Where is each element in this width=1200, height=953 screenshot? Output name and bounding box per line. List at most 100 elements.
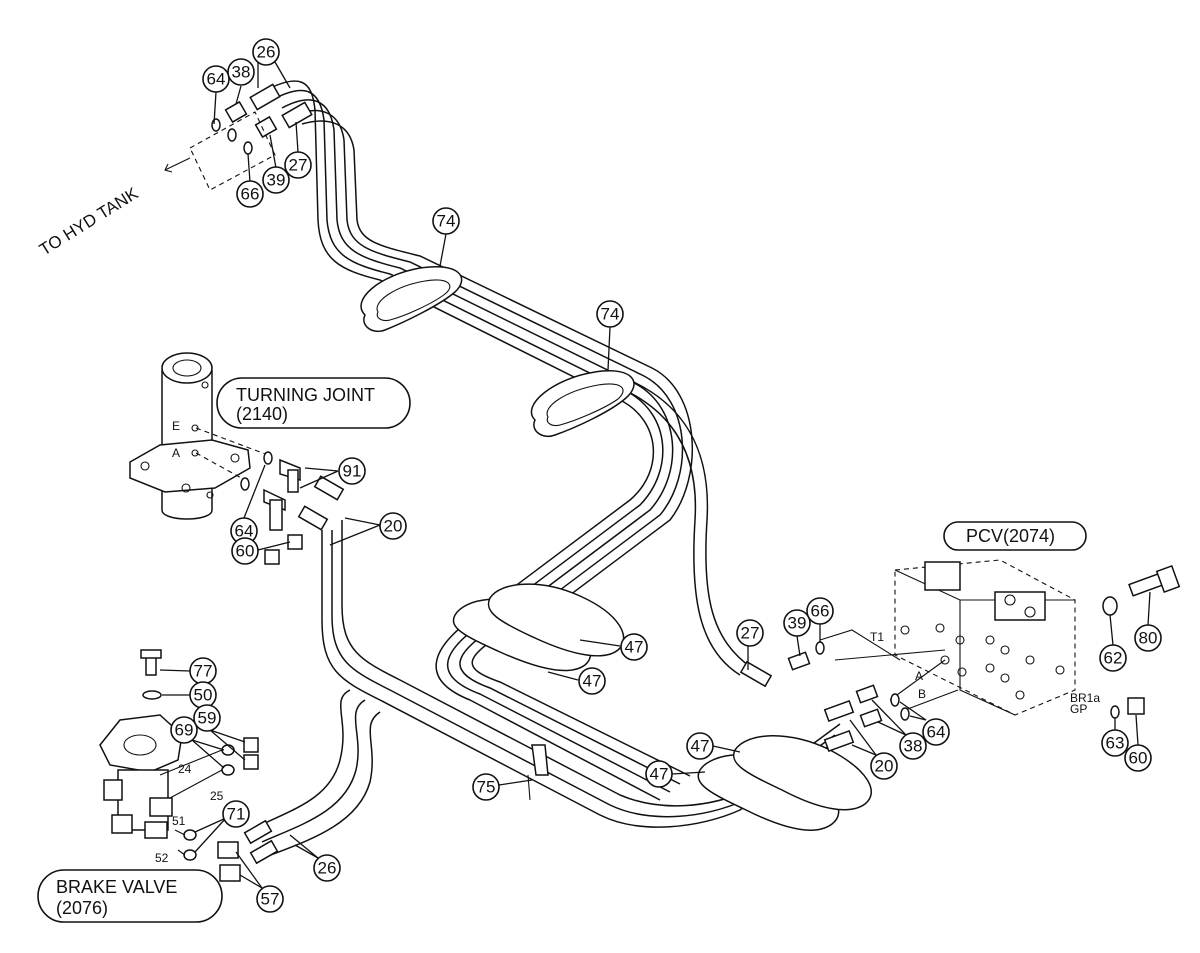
part-bubble-39-pcv: 39 (783, 609, 811, 637)
pcv-port-b-label: B (918, 687, 926, 701)
clamp-74-a (360, 266, 463, 332)
svg-text:50: 50 (194, 686, 213, 705)
svg-text:57: 57 (261, 890, 280, 909)
port-a-label: A (172, 446, 180, 460)
part-bubble-69: 69 (170, 716, 198, 744)
svg-text:39: 39 (788, 614, 807, 633)
port-t1-label: T1 (870, 630, 884, 644)
turning-joint-callout: TURNING JOINT (2140) (216, 377, 411, 429)
part-bubble-80: 80 (1134, 624, 1162, 652)
part-bubble-20-tj: 20 (379, 512, 407, 540)
part-bubble-64-pcv: 64 (922, 718, 950, 746)
part-bubble-66: 66 (236, 180, 264, 208)
svg-text:74: 74 (437, 212, 456, 231)
part-bubble-59: 59 (193, 704, 221, 732)
part-bubble-38-pcv: 38 (899, 732, 927, 760)
svg-text:91: 91 (343, 462, 362, 481)
brake-valve-name: BRAKE VALVE (56, 877, 177, 897)
svg-text:64: 64 (207, 70, 226, 89)
clamp-47-lower (697, 735, 872, 831)
part-bubble-26-bv: 26 (313, 854, 341, 882)
svg-text:60: 60 (1129, 749, 1148, 768)
part-bubbles: 64 38 26 39 27 66 74 74 91 20 64 60 27 3… (159, 38, 1162, 913)
tank-fittings (164, 83, 313, 191)
part-bubble-74-lower: 74 (596, 300, 624, 328)
svg-text:47: 47 (650, 765, 669, 784)
svg-text:64: 64 (927, 723, 946, 742)
svg-text:47: 47 (583, 672, 602, 691)
turning-joint-fittings (240, 451, 345, 565)
svg-text:77: 77 (194, 662, 213, 681)
svg-text:66: 66 (241, 185, 260, 204)
port-e-label: E (172, 419, 180, 433)
to-hyd-tank-label: TO HYD TANK (36, 183, 142, 259)
part-bubble-62: 62 (1099, 644, 1127, 672)
svg-text:38: 38 (232, 63, 251, 82)
part-bubble-47-b: 47 (578, 667, 606, 695)
svg-text:69: 69 (175, 721, 194, 740)
turning-joint (129, 352, 269, 520)
hose-bundle (254, 80, 841, 857)
port-labels: E A T1 A B BR1a GP 24 25 51 52 (155, 419, 1100, 865)
clamp-47-upper (452, 583, 625, 672)
turning-joint-code: (2140) (236, 404, 288, 424)
part-bubble-39: 39 (262, 166, 290, 194)
turning-joint-name: TURNING JOINT (236, 385, 375, 405)
port-br1a-label: BR1a (1070, 691, 1100, 705)
part-bubble-66-pcv: 66 (806, 597, 834, 625)
part-bubble-47-a: 47 (620, 633, 648, 661)
pcv-fittings (739, 564, 1181, 753)
part-bubble-57: 57 (256, 885, 284, 913)
part-bubble-47-c: 47 (686, 732, 714, 760)
part-bubble-60-pcv: 60 (1124, 744, 1152, 772)
part-bubble-64: 64 (202, 65, 230, 93)
bv-51-label: 51 (172, 814, 186, 828)
svg-text:59: 59 (198, 709, 217, 728)
bv-24-label: 24 (178, 762, 192, 776)
tie-band-75 (527, 744, 549, 801)
part-bubble-38: 38 (227, 58, 255, 86)
svg-text:74: 74 (601, 305, 620, 324)
svg-text:62: 62 (1104, 649, 1123, 668)
svg-text:47: 47 (691, 737, 710, 756)
port-gp-label: GP (1070, 702, 1087, 716)
part-bubble-27: 27 (284, 151, 312, 179)
brake-valve-code: (2076) (56, 898, 108, 918)
svg-text:20: 20 (384, 517, 403, 536)
part-bubble-75: 75 (472, 773, 500, 801)
part-bubble-50: 50 (189, 681, 217, 709)
pcv-label: PCV(2074) (966, 526, 1055, 546)
part-bubble-74-upper: 74 (432, 207, 460, 235)
bv-25-label: 25 (210, 789, 224, 803)
svg-text:26: 26 (257, 43, 276, 62)
svg-text:27: 27 (289, 156, 308, 175)
svg-text:66: 66 (811, 602, 830, 621)
svg-text:38: 38 (904, 737, 923, 756)
part-bubble-63: 63 (1101, 729, 1129, 757)
svg-text:75: 75 (477, 778, 496, 797)
clamp-74-b (530, 370, 635, 437)
part-bubble-27-pcv: 27 (736, 619, 764, 647)
svg-text:26: 26 (318, 859, 337, 878)
svg-text:60: 60 (236, 542, 255, 561)
svg-text:20: 20 (875, 757, 894, 776)
bv-52-label: 52 (155, 851, 169, 865)
svg-text:27: 27 (741, 624, 760, 643)
svg-text:63: 63 (1106, 734, 1125, 753)
part-bubble-91: 91 (338, 457, 366, 485)
svg-text:47: 47 (625, 638, 644, 657)
svg-text:64: 64 (235, 522, 254, 541)
brake-valve (99, 649, 279, 882)
pcv-callout: PCV(2074) (943, 521, 1087, 551)
svg-text:39: 39 (267, 171, 286, 190)
part-bubble-26: 26 (252, 38, 280, 66)
pcv-port-a-label: A (915, 669, 923, 683)
svg-text:80: 80 (1139, 629, 1158, 648)
pcv-block (819, 559, 1076, 716)
part-bubble-71: 71 (222, 800, 250, 828)
part-bubble-64-tj: 64 (230, 517, 258, 545)
part-bubble-20-pcv: 20 (870, 752, 898, 780)
brake-valve-callout: BRAKE VALVE (2076) (37, 869, 223, 923)
part-bubble-77: 77 (189, 657, 217, 685)
